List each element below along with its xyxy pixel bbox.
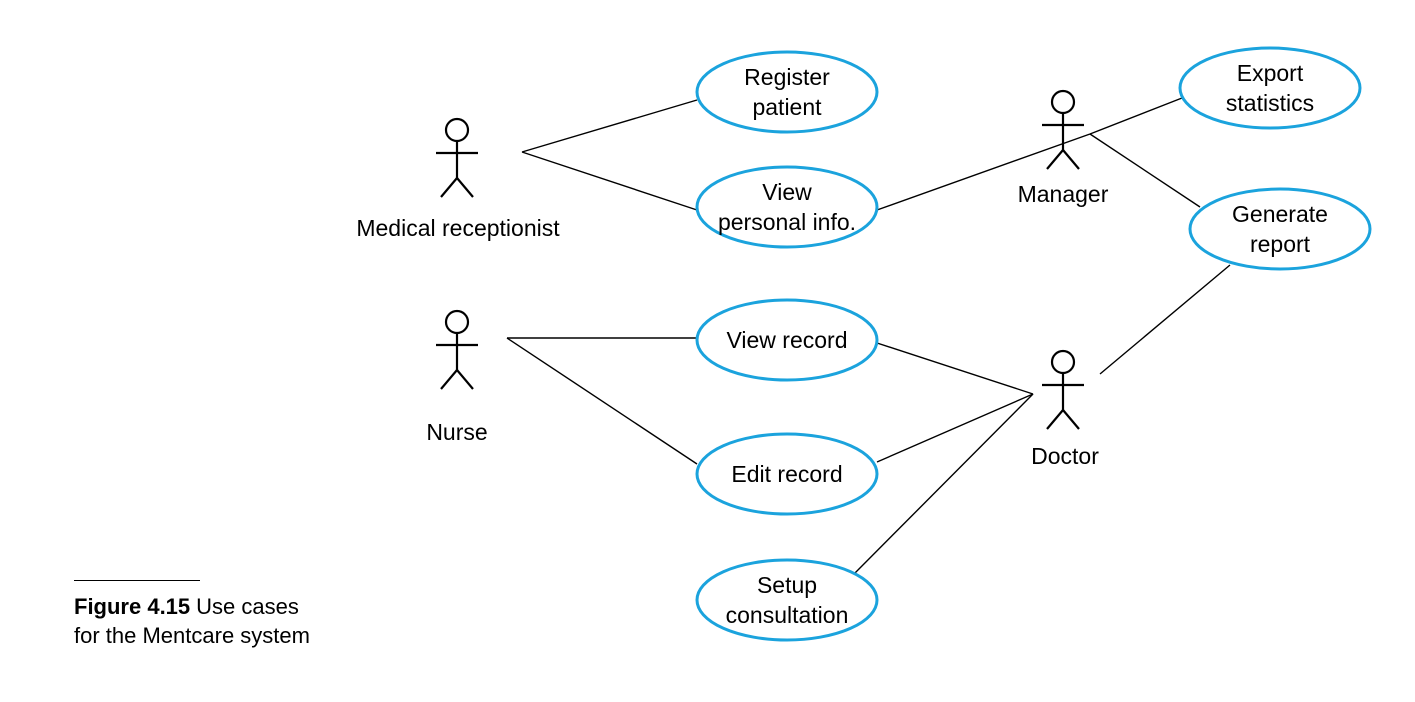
- actor-right-leg: [456, 369, 474, 390]
- actor-left-leg: [1046, 409, 1064, 430]
- use-case-generate-report: Generate report: [1188, 187, 1372, 271]
- actor-left-leg: [1046, 149, 1064, 170]
- actor-left-leg: [440, 177, 458, 198]
- actor-doctor: Doctor: [1031, 349, 1099, 469]
- actor-label: Medical receptionist: [356, 215, 560, 241]
- use-case-label: personal info.: [718, 209, 856, 235]
- actor-head: [1050, 89, 1076, 115]
- use-case-ellipse: [695, 558, 879, 642]
- use-case-label: Export: [1237, 60, 1304, 86]
- actor-nurse: Nurse: [426, 309, 488, 445]
- association-line-manager-generate-report: [1089, 133, 1201, 208]
- use-case-edit-record: Edit record: [695, 432, 879, 516]
- caption-rule: [74, 580, 200, 581]
- actor-head: [1050, 349, 1076, 375]
- actor-right-leg: [456, 177, 474, 198]
- use-case-register-patient: Register patient: [695, 50, 879, 134]
- association-line-manager-view-personal-info: [876, 133, 1091, 211]
- association-line-manager-export-statistics: [1089, 97, 1183, 135]
- use-case-ellipse: [1188, 187, 1372, 271]
- caption-line-1: Use cases: [196, 594, 299, 619]
- association-line-nurse-edit-record: [506, 337, 698, 465]
- use-case-export-statistics: Export statistics: [1178, 46, 1362, 130]
- actor-left-leg: [440, 369, 458, 390]
- use-case-label: patient: [752, 94, 822, 120]
- use-case-setup-consultation: Setup consultation: [695, 558, 879, 642]
- actor-head: [444, 117, 470, 143]
- use-case-label: Generate: [1232, 201, 1328, 227]
- actor-label: Nurse: [426, 419, 487, 445]
- association-line-medical-receptionist-register-patient: [521, 99, 698, 153]
- association-line-doctor-generate-report: [1099, 264, 1231, 375]
- use-case-label: View: [762, 179, 812, 205]
- association-line-medical-receptionist-view-personal-info: [521, 151, 698, 211]
- associations: [506, 97, 1231, 578]
- use-case-label: report: [1250, 231, 1311, 257]
- actor-manager: Manager: [1018, 89, 1109, 207]
- actor-right-leg: [1062, 409, 1080, 430]
- association-line-doctor-view-record: [876, 342, 1034, 395]
- actor-medical-receptionist: Medical receptionist: [356, 117, 560, 241]
- actor-label: Doctor: [1031, 443, 1099, 469]
- use-case-label: Edit record: [731, 461, 842, 487]
- use-case-ellipse: [695, 298, 879, 382]
- association-line-doctor-setup-consultation: [850, 393, 1034, 578]
- use-case-ellipse: [695, 165, 879, 249]
- use-case-ellipse: [1178, 46, 1362, 130]
- use-case-label: View record: [726, 327, 847, 353]
- actor-label: Manager: [1018, 181, 1109, 207]
- use-case-view-record: View record: [695, 298, 879, 382]
- use-case-label: Setup: [757, 572, 817, 598]
- actor-right-leg: [1062, 149, 1080, 170]
- actor-head: [444, 309, 470, 335]
- use-case-label: consultation: [726, 602, 849, 628]
- use-case-label: statistics: [1226, 90, 1314, 116]
- use-case-ellipse: [695, 50, 879, 134]
- caption-line-2: for the Mentcare system: [74, 623, 310, 648]
- use-case-label: Register: [744, 64, 830, 90]
- association-line-doctor-edit-record: [876, 393, 1034, 463]
- use-case-view-personal-info: View personal info.: [695, 165, 879, 249]
- figure-number: Figure 4.15: [74, 594, 191, 619]
- use-case-ellipse: [695, 432, 879, 516]
